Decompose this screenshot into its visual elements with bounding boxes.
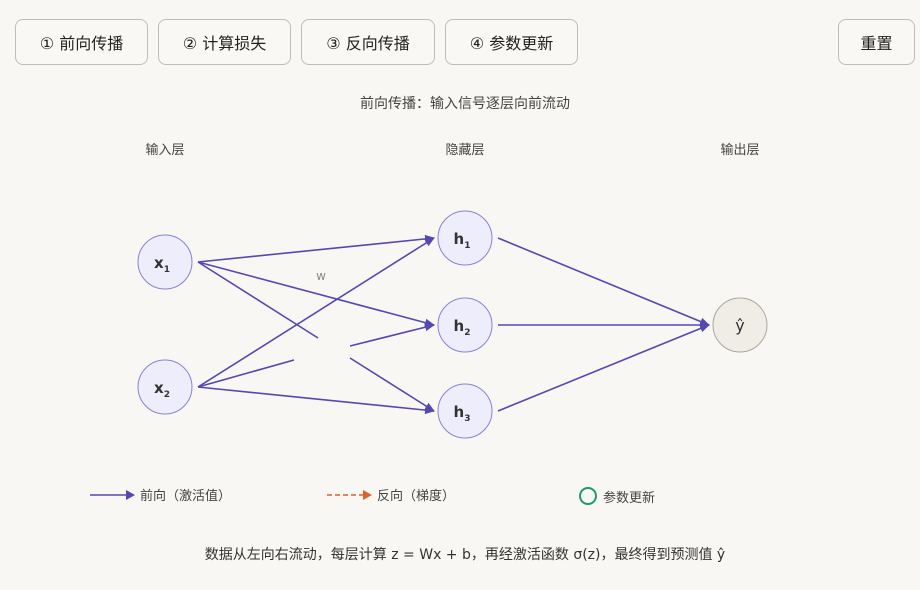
backward-dashed-arrow-icon <box>327 489 372 500</box>
node-h1[interactable]: h1 <box>437 210 493 266</box>
compute-loss-button[interactable]: ② 计算损失 <box>158 19 291 65</box>
reset-button[interactable]: 重置 <box>838 19 915 65</box>
forward-arrow-icon <box>90 489 135 500</box>
legend-forward-label: 前向（激活值） <box>140 489 232 504</box>
update-circle-icon <box>579 487 597 505</box>
edge-x1-h1 <box>197 234 435 263</box>
node-x1[interactable]: x1 <box>137 234 193 290</box>
forward-propagation-button[interactable]: ① 前向传播 <box>15 19 148 65</box>
weight-label: w <box>316 269 326 283</box>
edge-x2-h2-tail <box>349 323 435 347</box>
output-layer-label: 输出层 <box>720 143 760 158</box>
node-h2[interactable]: h2 <box>437 297 493 353</box>
svg-text:h1: h1 <box>454 230 471 251</box>
hidden-layer-label: 隐藏层 <box>445 143 485 158</box>
legend-backward-label: 反向（梯度） <box>377 489 456 504</box>
edge-x2-h2 <box>197 359 295 388</box>
edge-h1-y <box>497 237 710 326</box>
edge-x2-h3 <box>197 386 435 415</box>
edge-x2-h1 <box>197 237 435 388</box>
legend-update: 参数更新 <box>578 485 655 507</box>
edge-x1-h3 <box>197 261 319 339</box>
explanation-text: 数据从左向右流动，每层计算 z = Wx + b，再经激活函数 σ(z)，最终得… <box>204 547 726 563</box>
edge-x1-h2 <box>197 261 435 327</box>
node-x2[interactable]: x2 <box>137 359 193 415</box>
node-output[interactable]: ŷ <box>712 297 768 353</box>
legend-update-label: 参数更新 <box>603 490 656 506</box>
legend-forward: 前向（激活值） <box>90 485 231 504</box>
legend-backward: 反向（梯度） <box>327 485 455 504</box>
parameter-update-button[interactable]: ④ 参数更新 <box>445 19 578 65</box>
edge-x1-h3-tail <box>349 357 435 412</box>
edge-h3-y <box>497 324 710 412</box>
svg-text:h3: h3 <box>454 403 471 424</box>
step-caption: 前向传播：输入信号逐层向前流动 <box>360 96 570 112</box>
backpropagation-button[interactable]: ③ 反向传播 <box>301 19 435 65</box>
input-layer-label: 输入层 <box>145 143 185 158</box>
svg-text:x1: x1 <box>154 254 170 275</box>
svg-text:h2: h2 <box>454 317 471 338</box>
node-h3[interactable]: h3 <box>437 383 493 439</box>
svg-text:x2: x2 <box>154 379 170 400</box>
svg-text:ŷ: ŷ <box>735 316 744 335</box>
